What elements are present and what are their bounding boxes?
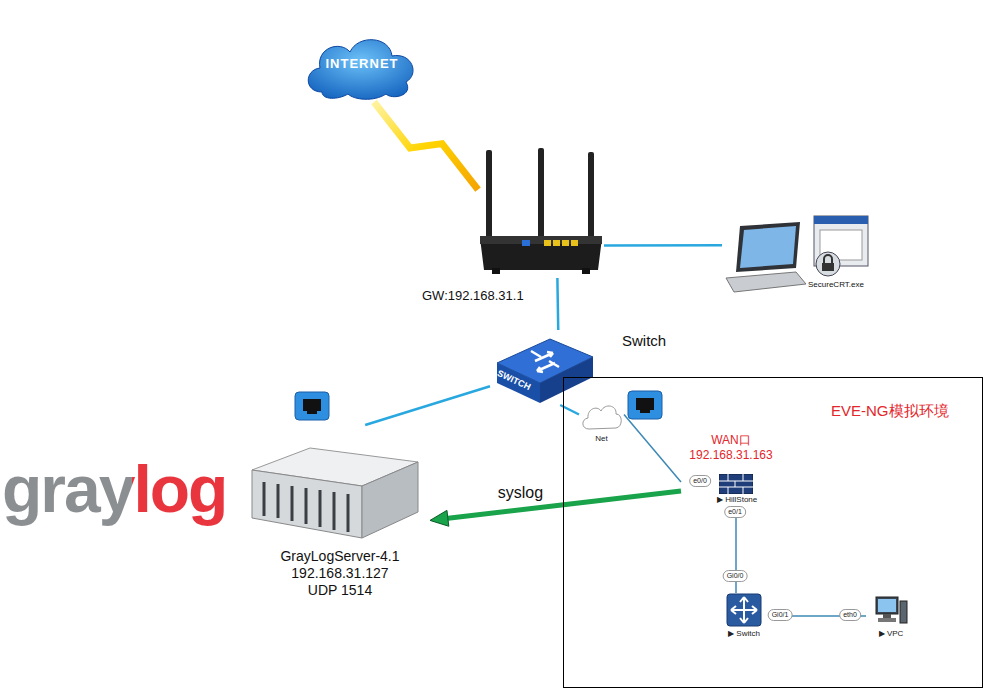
connector <box>624 415 681 483</box>
port-icon <box>628 391 662 419</box>
router: GW:192.168.31.1 <box>478 148 604 278</box>
port-name: WAN口 <box>681 433 781 447</box>
cable <box>604 244 722 247</box>
arrowhead <box>430 510 449 526</box>
port-label: e0/0 <box>689 475 711 487</box>
firewall-icon <box>719 474 753 494</box>
vpc: ▶ VPC <box>866 593 916 643</box>
cable <box>365 386 490 425</box>
server-icon <box>250 440 420 545</box>
switch-icon <box>495 335 595 405</box>
router-icon <box>478 148 604 278</box>
port-label: Gi0/1 <box>768 609 793 621</box>
eve-ng-region: EVE-NG模拟环境 Net WAN口192.168.31.163 ▶ HillSto… <box>563 377 983 688</box>
server-name: GrayLogServer-4.1 <box>250 548 430 565</box>
port-label: eth0 <box>839 609 861 621</box>
cable <box>624 415 681 483</box>
connector <box>430 491 681 526</box>
pc-icon <box>874 595 908 627</box>
l3-switch-icon <box>726 593 762 627</box>
laptop: SecureCRT.exe <box>722 212 870 302</box>
port-label: e0/1 <box>724 506 746 518</box>
server: GrayLogServer-4.1192.168.31.127UDP 1514 <box>250 425 430 605</box>
cloud-label: INTERNET <box>302 56 422 72</box>
connector <box>365 386 490 425</box>
device-label: Switch <box>622 332 666 350</box>
app-label: SecureCRT.exe <box>808 280 864 290</box>
port-label: UDP 1514 <box>250 582 430 599</box>
connector <box>374 102 478 190</box>
device-label: ▶ Switch <box>719 629 769 639</box>
port-icon <box>295 392 329 420</box>
net-cloud-icon <box>581 401 623 433</box>
ip-address: 192.168.31.163 <box>681 448 781 462</box>
ip-address: 192.168.31.127 <box>250 565 430 582</box>
logo-text: graylog <box>2 450 226 529</box>
firewall: WAN口192.168.31.163 ▶ HillStone <box>681 431 781 506</box>
cable <box>556 278 559 330</box>
device-label: Net <box>579 434 624 444</box>
device-label: ▶ VPC <box>866 629 916 639</box>
l3-switch: ▶ Switch <box>719 593 769 643</box>
region-title: EVE-NG模拟环境 <box>831 402 949 420</box>
connector <box>604 245 722 246</box>
device-label: ▶ HillStone <box>717 495 757 505</box>
edge-label: syslog <box>498 483 543 502</box>
lightning-bolt <box>374 102 478 190</box>
connector <box>557 278 559 330</box>
internet-cloud: INTERNET <box>302 30 422 102</box>
switch: SWITCHSwitch <box>490 330 685 405</box>
port-label: Gi0/0 <box>723 570 748 582</box>
gateway-label: GW:192.168.31.1 <box>422 288 524 304</box>
net-cloud: Net <box>579 401 624 446</box>
